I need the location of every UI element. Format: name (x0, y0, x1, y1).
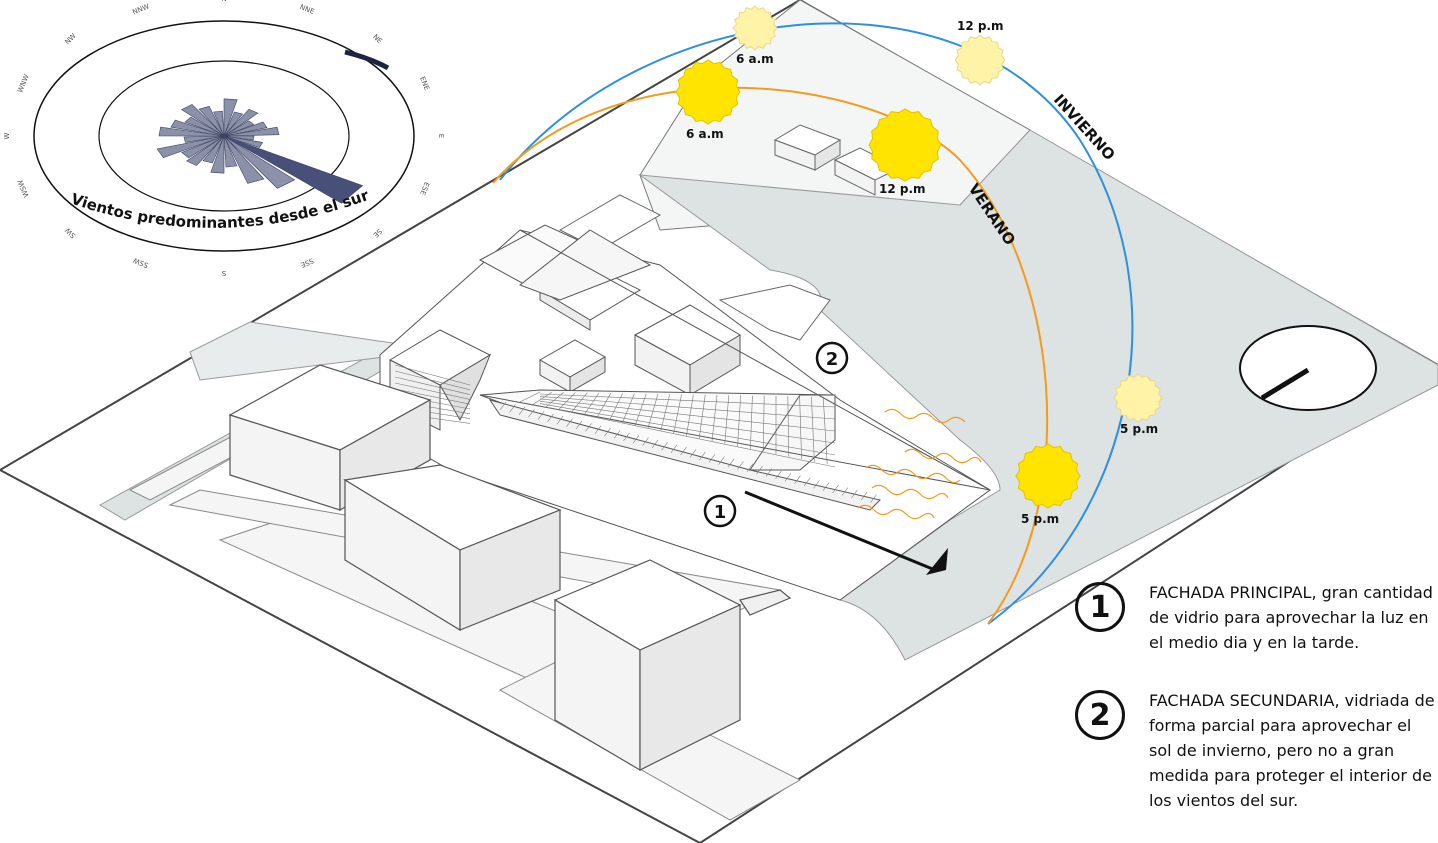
wind-direction-arrow (744, 490, 948, 575)
svg-text:12 p.m: 12 p.m (879, 182, 926, 196)
wind-rose-direction-w: W (3, 132, 11, 139)
legend-number-1: 1 (1075, 582, 1125, 632)
wind-rose-direction-e: E (437, 134, 445, 138)
wind-rose-direction-wsw: WSW (16, 178, 30, 198)
wind-rose-direction-sw: SW (64, 226, 78, 240)
wind-rose-direction-ene: ENE (418, 75, 431, 91)
sun-positions: 6 a.m 12 p.m 5 p.m 6 a.m 12 p.m 5 p.m (675, 5, 1163, 526)
wind-rose: NNNWNWWNWWWSWSWSSWSSSESEESEEENENENNE Vie… (3, 0, 445, 277)
legend-text-2: FACHADA SECUNDARIA, vidriada de forma pa… (1149, 691, 1435, 810)
winter-sun-6am: 6 a.m (732, 5, 778, 66)
wind-rose-direction-s: S (221, 269, 226, 277)
wind-rose-direction-ne: NE (371, 33, 383, 45)
svg-text:2: 2 (826, 349, 839, 370)
svg-text:5 p.m: 5 p.m (1021, 512, 1059, 526)
wind-rose-direction-ssw: SSW (132, 256, 150, 269)
legend-text-1: FACHADA PRINCIPAL, gran cantidad de vidr… (1149, 583, 1433, 652)
marker-2: 2 (815, 341, 849, 375)
sun-rays (857, 408, 982, 520)
wind-rose-direction-n: N (221, 0, 226, 3)
legend-number-2: 2 (1075, 690, 1125, 740)
winter-arc (499, 22, 1134, 625)
svg-text:1: 1 (714, 502, 727, 523)
marker-1: 1 (703, 494, 737, 528)
wind-rose-direction-sse: SSE (299, 256, 314, 268)
glazed-facade (394, 364, 877, 503)
winter-sun-12pm: 12 p.m (954, 19, 1006, 86)
svg-text:12 p.m: 12 p.m (957, 19, 1004, 33)
winter-sun-5pm: 5 p.m (1113, 373, 1163, 436)
wind-rose-direction-nne: NNE (299, 3, 316, 16)
wind-rose-direction-se: SE (371, 227, 383, 239)
svg-text:6 a.m: 6 a.m (686, 127, 724, 141)
wind-rose-petals (156, 49, 390, 204)
summer-sun-5pm: 5 p.m (1015, 443, 1081, 526)
wind-rose-direction-nnw: NNW (131, 2, 150, 16)
svg-text:6 a.m: 6 a.m (736, 52, 774, 66)
north-compass (1239, 325, 1377, 411)
wind-rose-direction-nw: NW (63, 32, 77, 46)
summer-sun-12pm: 12 p.m (868, 108, 942, 196)
foreground-blocks (228, 364, 792, 772)
summer-sun-6am: 6 a.m (675, 59, 741, 141)
svg-text:5 p.m: 5 p.m (1120, 422, 1158, 436)
wind-rose-direction-ese: ESE (418, 181, 430, 196)
wind-rose-direction-wnw: WNW (16, 73, 31, 94)
